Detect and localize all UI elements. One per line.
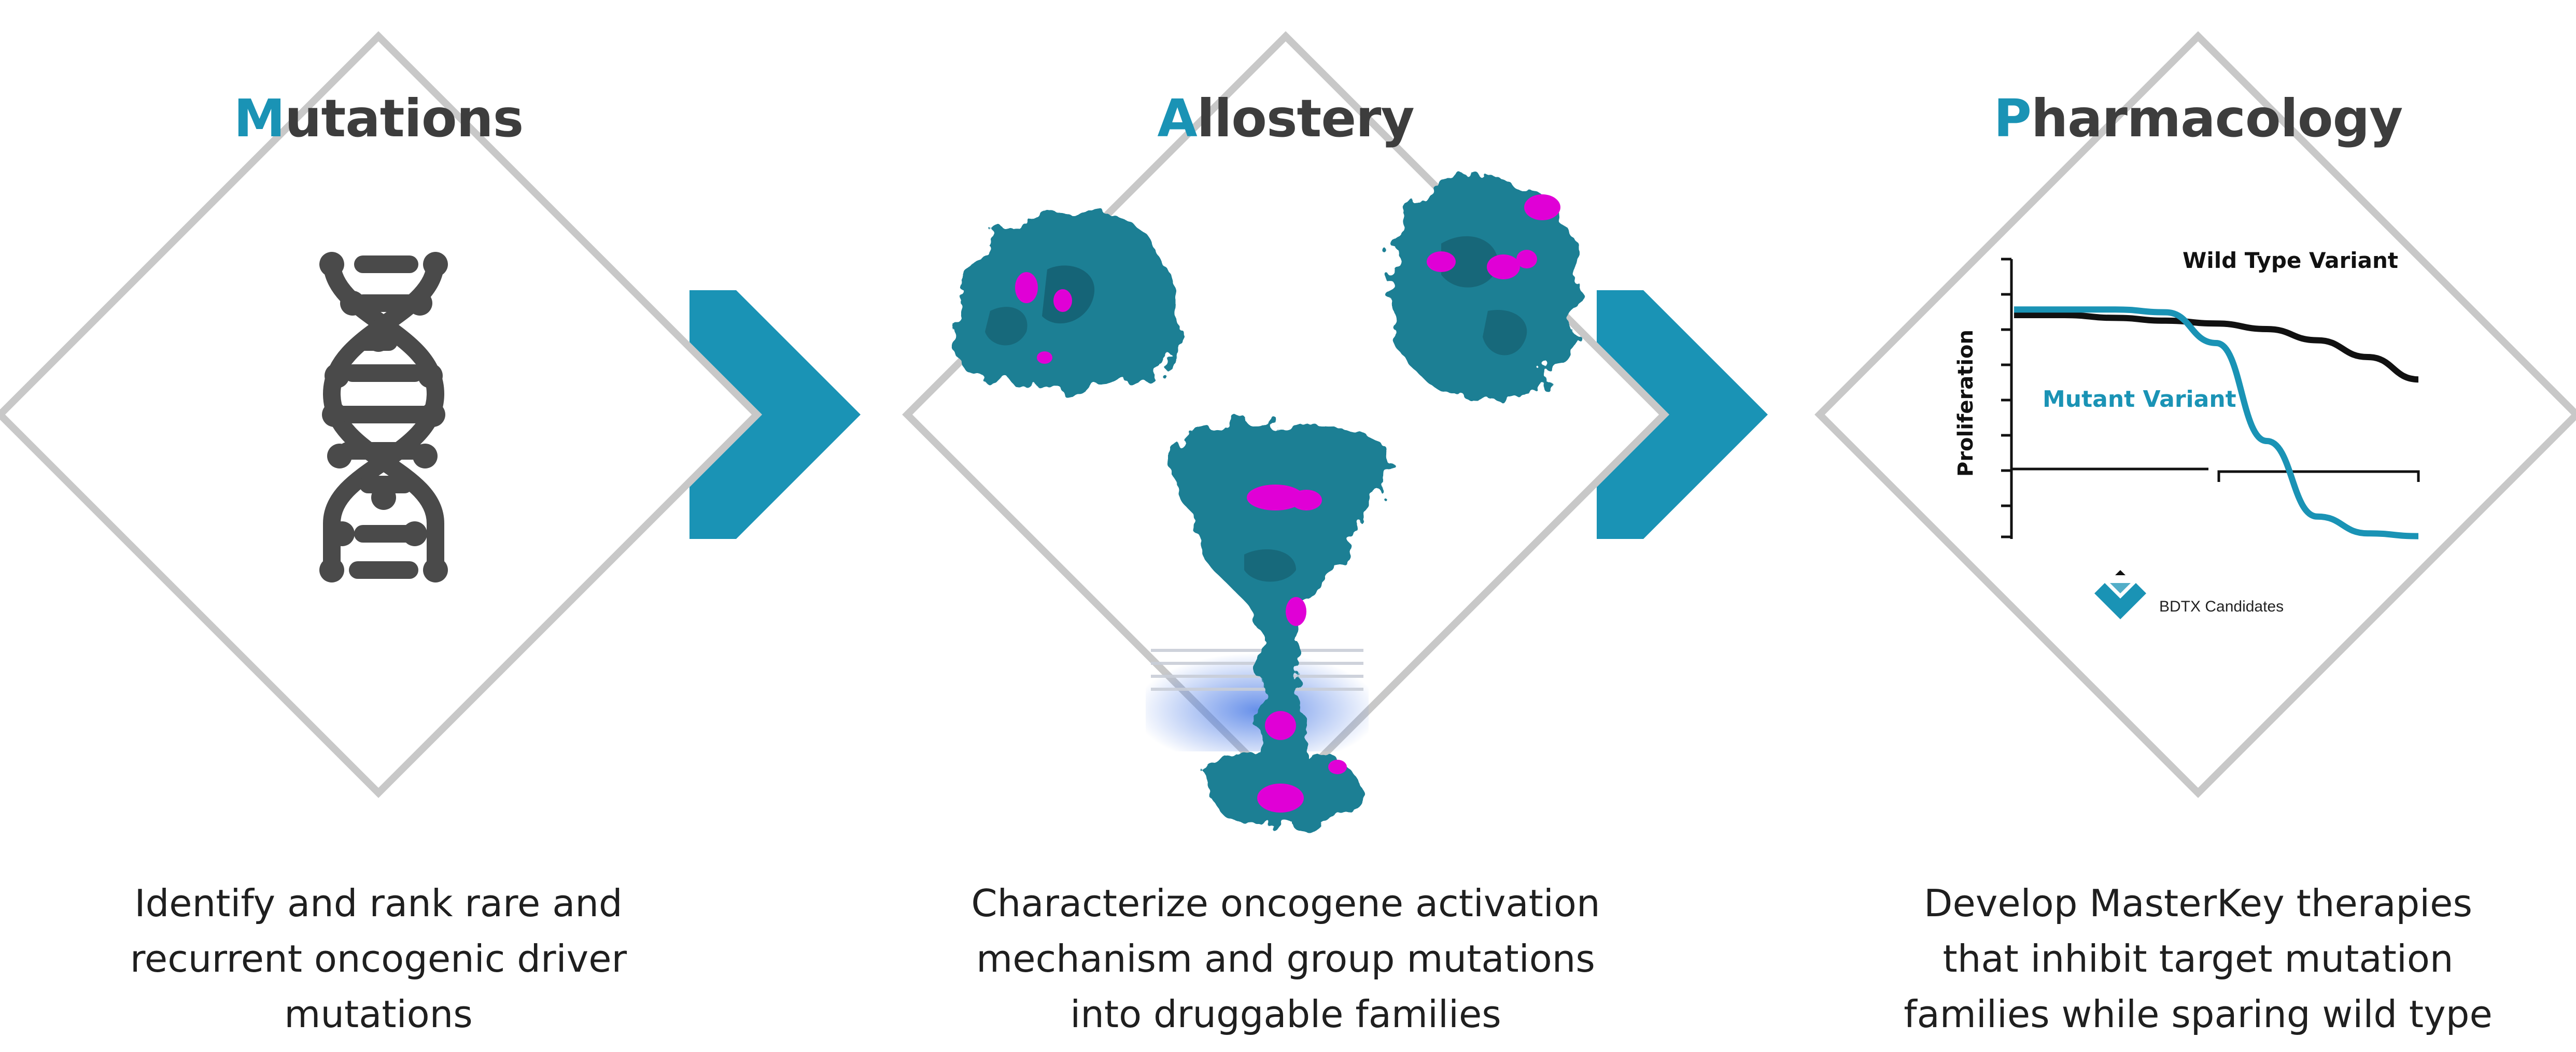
allostery-title: Allostery [1157,88,1414,149]
mutant-series-line [2014,306,2419,539]
pharmacology-diamond [1814,31,2576,798]
chevron-arrow-2 [1597,290,1768,539]
dna-double-helix-icon [319,252,448,582]
y-axis-label: Proliferation [1954,330,1978,477]
pharmacology-description: Develop MasterKey therapies that inhibit… [1904,882,2493,1036]
chevron-arrow-1 [689,290,861,539]
protein-structure-right [1391,179,1578,399]
lipid-bilayer [1151,649,1363,691]
pharmacology-title: Pharmacology [1993,88,2403,149]
mutations-description: Identify and rank rare and recurrent onc… [130,882,627,1036]
membrane-receptor-protein [1146,424,1389,827]
bdtx-logo-icon [2094,570,2146,619]
allostery-description: Characterize oncogene activation mechani… [971,882,1600,1036]
proliferation-chart: Proliferation Wild Type Variant Mutant V… [1954,248,2420,619]
y-axis [2001,258,2013,539]
protein-structure-left [953,212,1180,389]
mutant-series-label: Mutant Variant [2043,386,2236,413]
membrane-glow [1146,648,1369,751]
bdtx-candidates-label: BDTX Candidates [2159,598,2284,615]
wild-type-series-line [2014,311,2419,383]
mutations-title: Mutations [233,88,524,149]
wild-type-series-label: Wild Type Variant [2183,248,2398,273]
x-axis [2011,467,2420,482]
